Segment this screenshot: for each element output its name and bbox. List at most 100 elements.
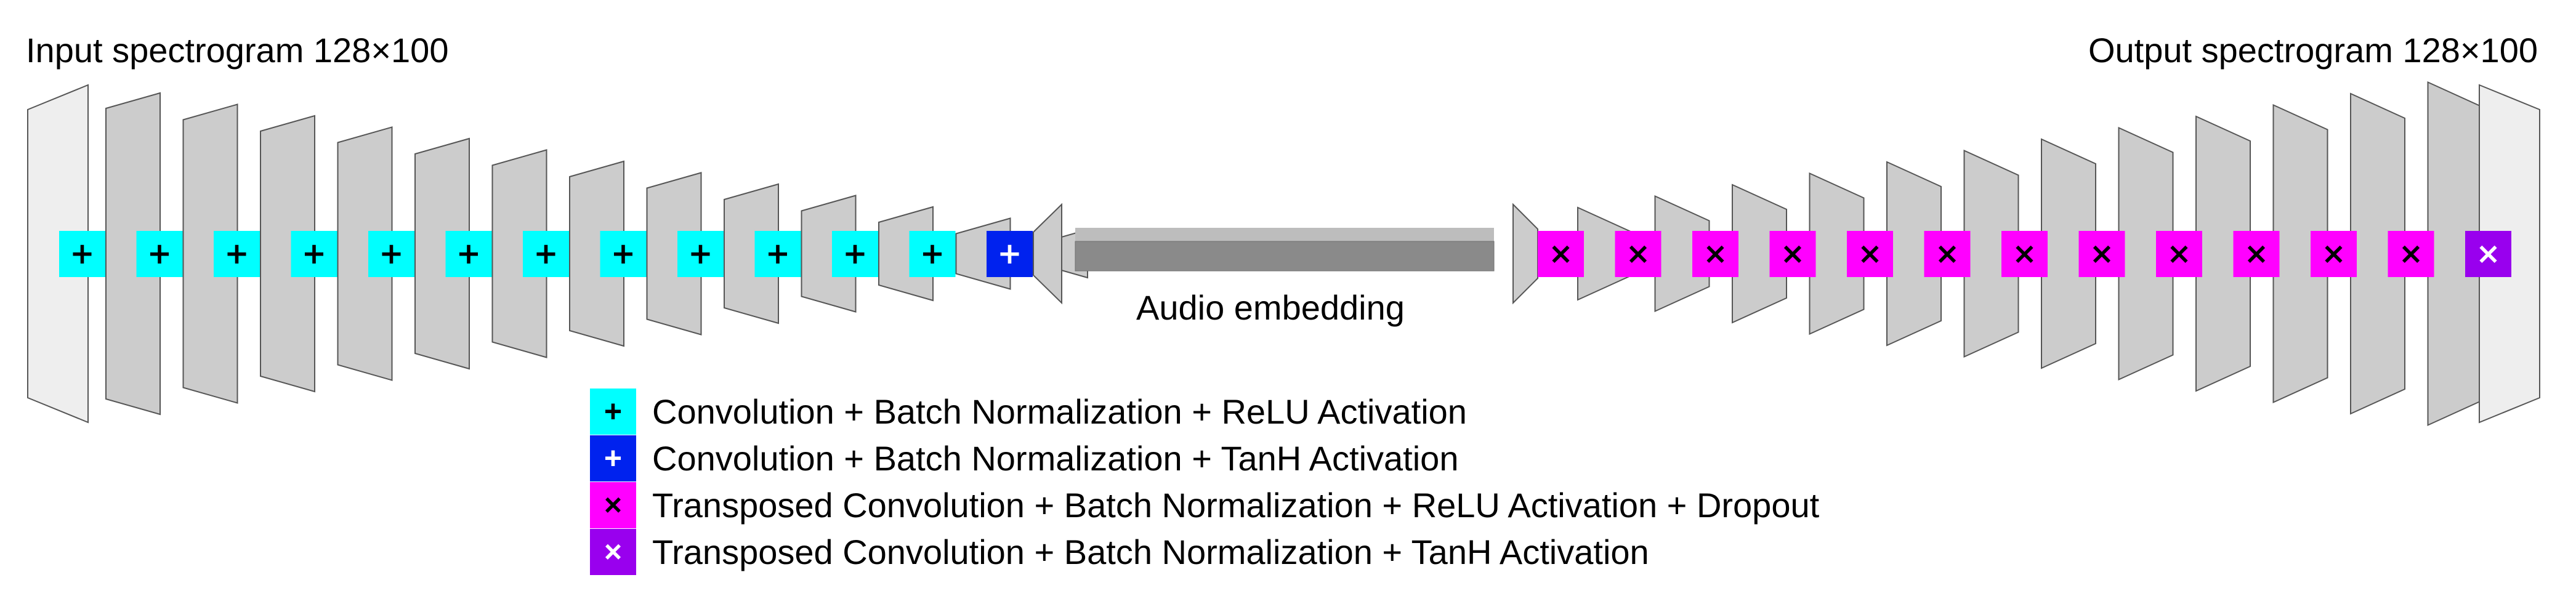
encoder-op-block: + — [677, 231, 724, 277]
decoder-layer — [2195, 115, 2251, 392]
block-fill — [214, 231, 260, 277]
block-symbol: + — [456, 236, 481, 271]
decoder-layer — [1963, 149, 2019, 358]
block-symbol: + — [70, 236, 94, 271]
encoder-op-block: + — [832, 231, 878, 277]
decoder-layer — [2118, 126, 2174, 381]
encoder-op-block: + — [754, 231, 801, 277]
block-symbol: × — [2399, 236, 2423, 271]
encoder-layer — [569, 160, 624, 347]
decoder-layer — [2350, 92, 2405, 415]
block-symbol: × — [1626, 236, 1650, 271]
decoder-op-block: × — [2233, 231, 2280, 277]
block-symbol: × — [1857, 236, 1882, 271]
legend-swatch: + — [590, 388, 636, 435]
block-fill — [2001, 231, 2048, 277]
block-symbol: × — [2089, 236, 2114, 271]
encoder-layer — [801, 195, 857, 313]
decoder-layer — [2041, 138, 2096, 369]
block-fill — [59, 231, 105, 277]
encoder-layer — [260, 115, 315, 393]
legend-item-conv-relu: + Convolution + Batch Normalization + Re… — [590, 388, 1819, 435]
legend-label: Transposed Convolution + Batch Normaliza… — [652, 485, 1820, 525]
block-fill — [1924, 231, 1971, 277]
encoder-op-block: + — [523, 231, 569, 277]
block-fill — [987, 231, 1033, 277]
block-symbol: + — [611, 236, 636, 271]
legend-item-conv-tanh: + Convolution + Batch Normalization + Ta… — [590, 435, 1819, 481]
decoder-layer — [2272, 103, 2328, 404]
block-symbol: + — [688, 236, 713, 271]
legend-swatch: × — [590, 481, 636, 528]
block-fill — [754, 231, 801, 277]
block-fill — [2078, 231, 2125, 277]
decoder-entry-layer — [1512, 203, 1538, 305]
block-symbol: + — [997, 236, 1022, 271]
legend-label: Transposed Convolution + Batch Normaliza… — [652, 532, 1649, 571]
block-symbol: × — [2012, 236, 2037, 271]
legend-label: Convolution + Batch Normalization + ReLU… — [652, 392, 1467, 431]
block-symbol: × — [1548, 236, 1573, 271]
input-spectrogram-layer — [27, 84, 89, 424]
block-fill — [2388, 231, 2434, 277]
encoder-layer — [182, 103, 238, 404]
block-fill — [909, 231, 956, 277]
input-spectrogram-title: Input spectrogram 128×100 — [26, 31, 449, 70]
decoder-op-block: × — [2465, 231, 2511, 277]
block-fill — [600, 231, 647, 277]
block-symbol: × — [1780, 236, 1805, 271]
block-symbol: × — [1703, 236, 1727, 271]
block-fill — [1538, 231, 1584, 277]
layer-slabs — [27, 81, 2540, 427]
encoder-layer — [337, 126, 393, 381]
encoder-op-block: + — [214, 231, 260, 277]
embedding-top-face — [1075, 228, 1494, 241]
encoder-op-block: + — [291, 231, 337, 277]
block-symbol: × — [2244, 236, 2269, 271]
encoder-layer — [646, 172, 702, 336]
block-symbol: + — [224, 236, 249, 271]
legend-swatch: + — [590, 435, 636, 481]
block-fill — [677, 231, 724, 277]
block-symbol: + — [842, 236, 867, 271]
decoder-op-block: × — [2388, 231, 2434, 277]
output-spectrogram-title: Output spectrogram 128×100 — [2088, 31, 2538, 70]
block-fill — [368, 231, 414, 277]
decoder-op-block: × — [1692, 231, 1738, 277]
encoder-op-block: + — [59, 231, 105, 277]
block-fill — [2156, 231, 2202, 277]
legend-item-tconv-relu-dropout: × Transposed Convolution + Batch Normali… — [590, 481, 1819, 528]
block-fill — [136, 231, 183, 277]
block-symbol: × — [2321, 236, 2346, 271]
legend-label: Convolution + Batch Normalization + TanH… — [652, 438, 1459, 478]
block-fill — [832, 231, 878, 277]
encoder-layer — [724, 183, 779, 324]
block-symbol: + — [765, 236, 790, 271]
encoder-op-block: + — [445, 231, 492, 277]
decoder-op-block: × — [1924, 231, 1971, 277]
audio-embedding-label: Audio embedding — [1136, 288, 1405, 327]
encoder-op-block: + — [909, 231, 956, 277]
block-fill — [523, 231, 569, 277]
block-fill — [445, 231, 492, 277]
block-fill — [1769, 231, 1816, 277]
decoder-op-block: × — [2156, 231, 2202, 277]
block-symbol: × — [2476, 236, 2500, 271]
block-fill — [1692, 231, 1738, 277]
block-fill — [2465, 231, 2511, 277]
embedding-front-face — [1075, 241, 1495, 272]
decoder-op-block: × — [2311, 231, 2357, 277]
decoder-op-block: × — [1538, 231, 1584, 277]
audio-embedding-bar — [1075, 228, 1495, 272]
block-fill — [1615, 231, 1661, 277]
block-symbol: + — [920, 236, 945, 271]
legend: + Convolution + Batch Normalization + Re… — [590, 388, 1819, 575]
encoder-op-block: + — [987, 231, 1033, 277]
block-symbol: + — [533, 236, 558, 271]
decoder-op-block: × — [1769, 231, 1816, 277]
decoder-op-block: × — [2078, 231, 2125, 277]
block-fill — [291, 231, 337, 277]
decoder-op-block: × — [1615, 231, 1661, 277]
block-symbol: + — [379, 236, 403, 271]
